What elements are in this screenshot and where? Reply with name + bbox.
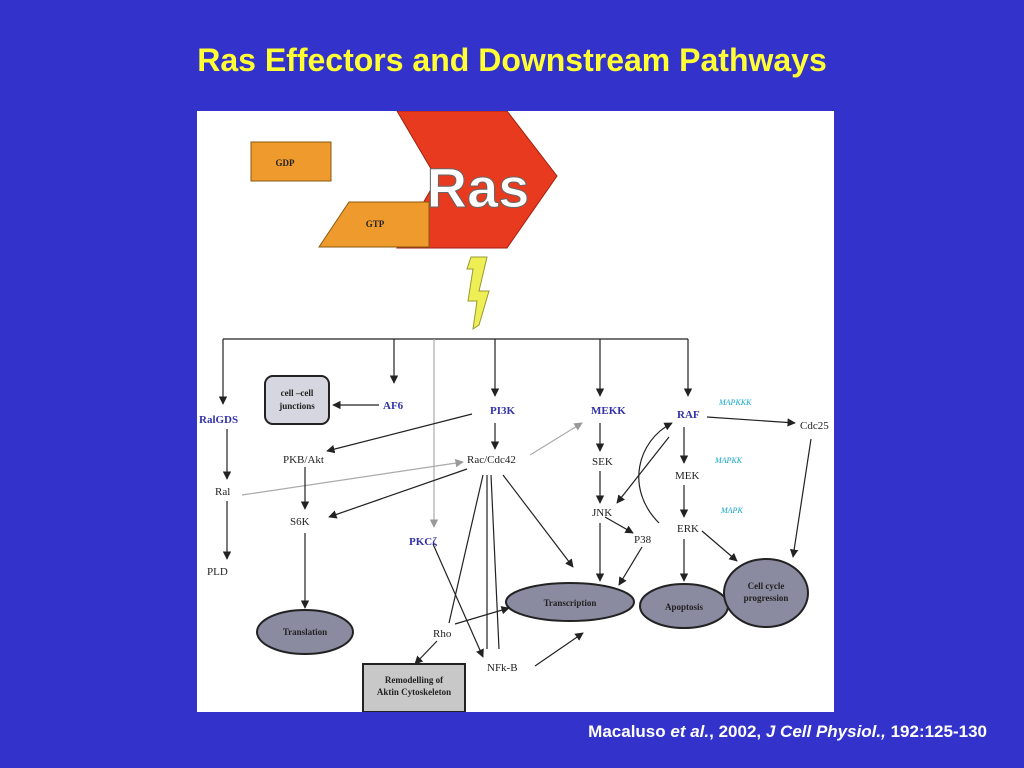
slide-title: Ras Effectors and Downstream Pathways	[197, 42, 827, 78]
s6k-label: S6K	[290, 516, 310, 528]
transcription-node	[505, 582, 635, 622]
gtp-box	[318, 201, 430, 248]
citation-author: Macaluso	[588, 722, 666, 741]
citation-year: , 2002,	[709, 722, 766, 741]
transcription-label: Transcription	[544, 598, 597, 608]
raf-label: RAF	[677, 409, 700, 421]
lightning-bolt-icon	[466, 256, 490, 331]
gtp-label: GTP	[366, 219, 385, 229]
pkc-zeta-label: PKCζ	[409, 536, 437, 548]
p38-label: P38	[634, 534, 652, 546]
pkb-akt-label: PKB/Akt	[283, 454, 324, 466]
mapkkk-label: MAPKKK	[718, 398, 752, 407]
ras-chevron	[396, 111, 558, 249]
gdp-box	[250, 141, 332, 182]
nfkb-label: NFk-B	[487, 662, 518, 674]
cdc25-label: Cdc25	[800, 420, 829, 432]
mek-label: MEK	[675, 470, 700, 482]
pld-label: PLD	[207, 566, 228, 578]
citation-journal: J Cell Physiol.,	[765, 722, 886, 741]
mapk-label: MAPK	[720, 506, 743, 515]
ras-label: Ras	[427, 156, 530, 219]
rac-cdc42-label: Rac/Cdc42	[467, 454, 516, 466]
cell-cycle-node	[723, 558, 809, 628]
ralgds-label: RalGDS	[199, 414, 238, 426]
cell-junctions-box	[264, 375, 330, 425]
translation-label: Translation	[283, 627, 327, 637]
apoptosis-label: Apoptosis	[665, 602, 704, 612]
mekk-label: MEKK	[591, 405, 626, 417]
remodelling-box	[362, 663, 466, 712]
citation: Macaluso et al., 2002, J Cell Physiol., …	[588, 722, 987, 742]
citation-pages: 192:125-130	[885, 722, 987, 741]
ral-label: Ral	[215, 486, 230, 498]
rho-label: Rho	[433, 628, 452, 640]
gdp-label: GDP	[276, 158, 296, 168]
citation-etal: et al.	[670, 722, 710, 741]
translation-node	[256, 609, 354, 655]
erk-label: ERK	[677, 523, 699, 535]
af6-label: AF6	[383, 400, 404, 412]
pi3k-label: PI3K	[490, 405, 516, 417]
jnk-label: JNK	[592, 507, 612, 519]
mapkk-label: MAPKK	[714, 456, 743, 465]
sek-label: SEK	[592, 456, 613, 468]
